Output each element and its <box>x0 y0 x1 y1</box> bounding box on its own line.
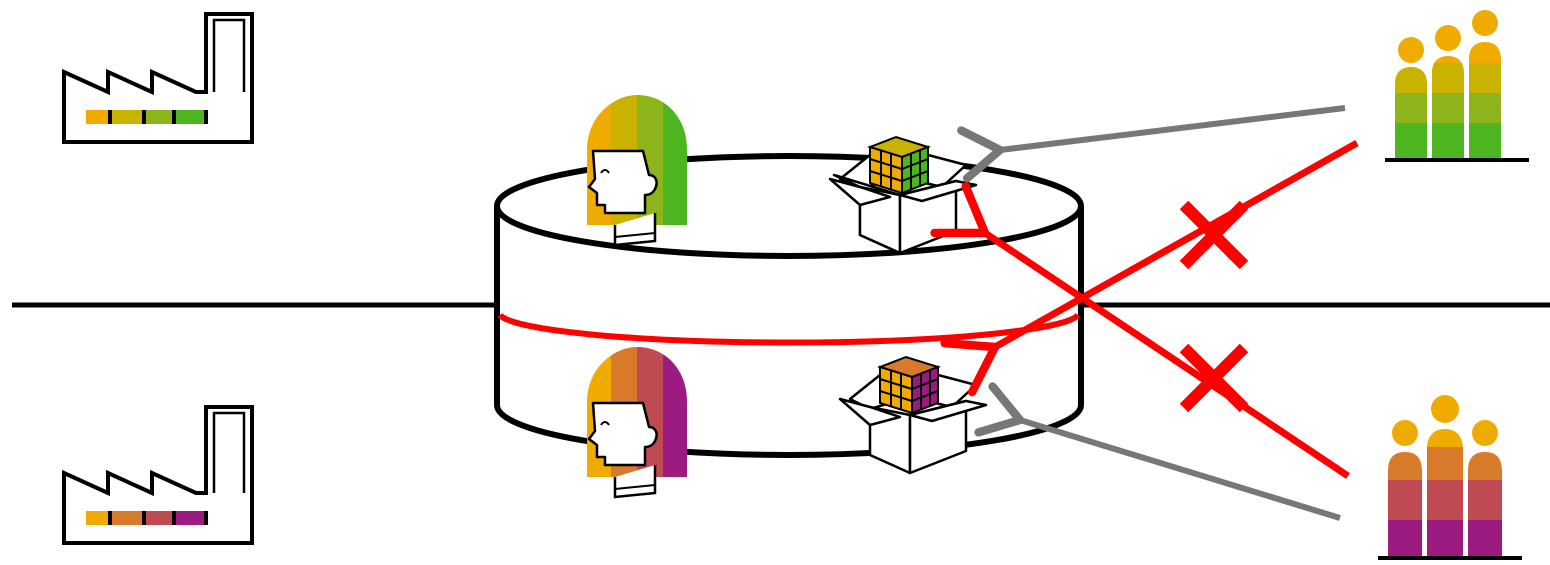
denied-access-arrow-a-to-b <box>940 139 1359 397</box>
user-head-icon <box>587 347 687 499</box>
tenant-b-color-bar <box>86 511 208 525</box>
cube <box>866 135 932 195</box>
tenant-boundary-ring <box>497 312 1081 346</box>
user-group-icon <box>1378 395 1522 560</box>
database-cylinder-icon <box>494 153 1084 458</box>
denied-access-arrow-b-to-a <box>930 182 1350 479</box>
allowed-access-arrow-a <box>957 105 1346 183</box>
user-group-icon <box>1385 10 1529 162</box>
factory-icon <box>62 405 254 545</box>
red-x-icon <box>1179 343 1249 413</box>
tenant-a-color-bar <box>86 110 208 124</box>
package-box-icon <box>838 355 988 475</box>
package-box-icon <box>828 135 978 255</box>
factory-icon <box>62 12 254 144</box>
user-head-icon <box>587 95 687 247</box>
allowed-access-arrow-b <box>974 382 1341 521</box>
cube <box>876 355 942 415</box>
red-x-icon <box>1179 200 1249 270</box>
